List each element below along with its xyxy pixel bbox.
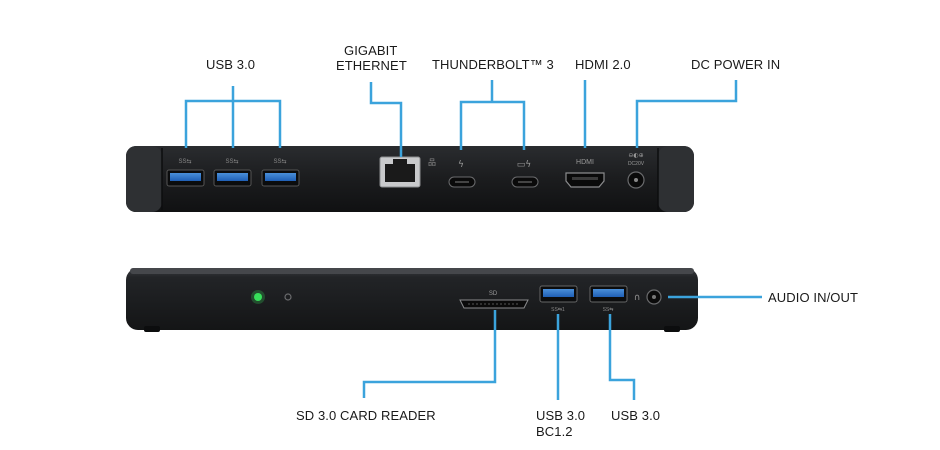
label-front-usb30: USB 3.0 xyxy=(611,408,661,423)
label-ethernet-line2: ETHERNET xyxy=(336,58,407,73)
svg-text:SS⇆1: SS⇆1 xyxy=(551,307,565,313)
audio-jack: ∩ xyxy=(634,289,662,305)
svg-text:SS⇆: SS⇆ xyxy=(273,158,286,165)
rear-dock-right-cap xyxy=(658,146,694,212)
front-panel: SD SS⇆1 SS⇆ ∩ xyxy=(126,268,698,332)
svg-text:SS⇆: SS⇆ xyxy=(178,158,191,165)
callout-dc-power xyxy=(635,80,738,148)
callout-ethernet xyxy=(369,82,403,157)
svg-text:品: 品 xyxy=(428,158,436,167)
rear-usb30-port-1: SS⇆ xyxy=(166,158,205,187)
ethernet-port: 品 xyxy=(379,156,436,188)
hdmi-port: HDMI xyxy=(565,159,605,188)
sd-card-slot: SD xyxy=(459,291,529,309)
dc-power-port: ⊖◐⊕ DC20V xyxy=(627,152,645,189)
label-hdmi: HDMI 2.0 xyxy=(575,57,631,72)
svg-text:▭ϟ: ▭ϟ xyxy=(517,160,532,170)
front-usb30-port: SS⇆ xyxy=(589,285,628,313)
thunderbolt-port-1: ϟ xyxy=(448,160,476,188)
label-audio: AUDIO IN/OUT xyxy=(768,290,859,305)
svg-text:ϟ: ϟ xyxy=(458,160,464,170)
label-ethernet-line1: GIGABIT xyxy=(344,43,398,58)
rear-usb30-port-3: SS⇆ xyxy=(261,158,300,187)
dc-voltage-label: DC20V xyxy=(628,161,645,167)
svg-text:SS⇆: SS⇆ xyxy=(225,158,238,165)
callout-front-usb30 xyxy=(608,314,636,400)
svg-text:SS⇆: SS⇆ xyxy=(603,307,614,313)
headset-icon: ∩ xyxy=(634,293,641,303)
label-rear-usb30: USB 3.0 xyxy=(206,57,256,72)
rear-panel: SS⇆ SS⇆ SS⇆ 品 ϟ ▭ϟ xyxy=(126,146,694,212)
front-usb30-bc12-port: SS⇆1 xyxy=(539,285,578,313)
rear-usb30-port-2: SS⇆ xyxy=(213,158,252,187)
callout-sd xyxy=(362,310,497,398)
dc-polarity-label: ⊖◐⊕ xyxy=(628,152,643,159)
wireless-indicator-icon xyxy=(284,293,292,301)
label-usb-bc12-line1: USB 3.0 xyxy=(536,408,586,423)
hdmi-port-label: HDMI xyxy=(576,159,594,166)
callout-lines xyxy=(184,80,762,400)
callout-thunderbolt-bar xyxy=(459,100,526,150)
front-dock-body xyxy=(126,268,698,330)
status-led xyxy=(254,293,262,301)
thunderbolt-port-2: ▭ϟ xyxy=(511,160,539,188)
label-dc-power: DC POWER IN xyxy=(691,57,781,72)
label-thunderbolt: THUNDERBOLT™ 3 xyxy=(432,57,554,72)
rear-dock-left-cap xyxy=(126,146,162,212)
label-sd-reader: SD 3.0 CARD READER xyxy=(296,408,436,423)
label-usb-bc12-line2: BC1.2 xyxy=(536,424,573,439)
sd-slot-label: SD xyxy=(489,291,498,297)
